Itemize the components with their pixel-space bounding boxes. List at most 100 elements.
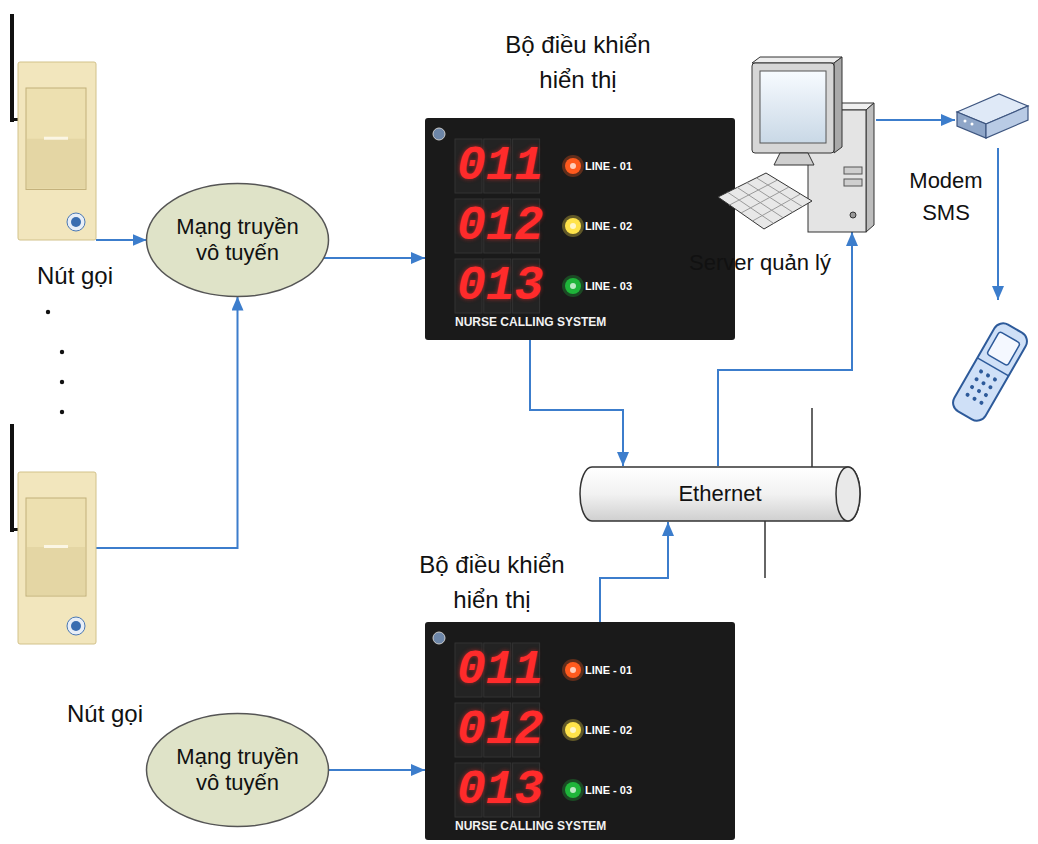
led-glow xyxy=(562,719,584,741)
ellipsis-dot xyxy=(60,380,64,384)
line-label: LINE - 01 xyxy=(585,664,659,676)
phone-key xyxy=(969,384,974,389)
logo-core xyxy=(71,621,81,631)
mobile-phone xyxy=(949,320,1030,425)
line-label: LINE - 02 xyxy=(585,220,659,232)
server-computer: Server quản lý xyxy=(676,55,878,280)
switch-mark xyxy=(44,545,68,548)
bus-tap xyxy=(811,408,813,467)
phone-key xyxy=(981,381,986,386)
phone-key xyxy=(992,377,997,382)
phone-key xyxy=(976,388,981,393)
panel-body xyxy=(425,118,735,340)
panel-caption: NURSE CALLING SYSTEM xyxy=(455,316,675,329)
line-label: LINE - 03 xyxy=(585,280,659,292)
line-label: LINE - 02 xyxy=(585,724,659,736)
antenna-foot xyxy=(10,118,18,121)
cylinder-end xyxy=(836,467,860,521)
ellipse-shape xyxy=(147,184,329,297)
phone-key xyxy=(983,392,988,397)
display-digits: 013 xyxy=(457,262,552,310)
call-button-device xyxy=(10,424,96,644)
switch-lower xyxy=(27,547,85,595)
led-glow xyxy=(562,155,584,177)
antenna xyxy=(10,14,14,122)
switch-rocker xyxy=(26,498,86,596)
led-highlight xyxy=(570,283,576,289)
power-button xyxy=(850,212,856,218)
led-highlight xyxy=(570,223,576,229)
device-label: Nút gọi xyxy=(10,262,140,291)
network-label: Mạng truyền vô tuyến xyxy=(170,744,305,797)
phone-key xyxy=(974,377,979,382)
drive-bay xyxy=(844,179,862,186)
modem-light xyxy=(971,123,974,126)
panel-icon xyxy=(433,128,445,140)
modem-side xyxy=(986,106,1028,138)
ethernet-bus: Ethernet xyxy=(578,466,864,524)
ellipse-shape xyxy=(147,714,329,827)
status-led xyxy=(565,278,581,294)
signal-arrow xyxy=(876,119,955,121)
device-label: Modem SMS xyxy=(902,165,990,229)
switch-lower xyxy=(27,139,85,189)
logo-ring xyxy=(67,617,85,635)
modem-light xyxy=(964,120,967,123)
line-label: LINE - 03 xyxy=(585,784,659,796)
panel-body xyxy=(425,622,735,840)
sms-arrow xyxy=(997,148,999,300)
modem-icon-svg xyxy=(955,92,1030,142)
ellipsis-dot xyxy=(60,350,64,354)
display-digits: 013 xyxy=(457,766,552,814)
led-highlight xyxy=(570,787,576,793)
modem-front xyxy=(957,112,986,138)
display-controller: Bộ điều khiển hiển thị 011 012 013 LINE - 01… xyxy=(400,546,740,844)
phone-hinge xyxy=(977,358,1008,376)
controller-heading: Bộ điều khiển hiển thị xyxy=(407,548,577,618)
display-controller: Bộ điều khiển hiển thị011012013LINE - 01… xyxy=(405,14,740,344)
signal-arrow xyxy=(96,239,147,241)
network-ellipse: Mạng truyền vô tuyến xyxy=(145,712,332,830)
display-digits: 012 xyxy=(457,202,552,250)
led-highlight xyxy=(570,667,576,673)
switch-mark xyxy=(44,137,68,140)
drive-bay xyxy=(844,167,862,174)
monitor-screen xyxy=(760,71,826,143)
ellipsis-dot xyxy=(60,410,64,414)
led-glow xyxy=(562,659,584,681)
led-highlight xyxy=(570,163,576,169)
bus-tap xyxy=(764,521,766,578)
signal-arrow xyxy=(329,769,426,771)
device-label: Nút gọi xyxy=(40,700,170,729)
line-label: LINE - 01 xyxy=(585,160,659,172)
phone-key xyxy=(988,385,993,390)
display-digits: 011 xyxy=(457,646,552,694)
monitor-frame xyxy=(752,63,834,153)
panel-icon xyxy=(433,632,445,644)
status-led xyxy=(565,218,581,234)
phone-key xyxy=(979,400,984,405)
phone-key xyxy=(965,392,970,397)
signal-arrow xyxy=(530,340,623,466)
antenna xyxy=(10,424,14,532)
cylinder-body xyxy=(580,467,860,521)
antenna-foot xyxy=(10,528,18,531)
call-button-device xyxy=(10,14,96,240)
display-digits: 012 xyxy=(457,706,552,754)
call-button-device-svg xyxy=(10,14,96,240)
key-row xyxy=(730,180,778,205)
signal-arrow xyxy=(600,522,668,622)
status-led xyxy=(565,158,581,174)
monitor-stand xyxy=(774,153,814,165)
phone-body xyxy=(949,320,1030,425)
sms-modem: Modem SMS xyxy=(900,92,1032,242)
logo-core xyxy=(71,217,81,227)
modem-icon xyxy=(955,92,1030,142)
status-led xyxy=(565,782,581,798)
signal-arrow xyxy=(324,257,425,259)
call-button: Nút gọi xyxy=(6,420,176,740)
key-row xyxy=(741,187,789,213)
display-digits: 011 xyxy=(457,142,552,190)
led-glow xyxy=(562,275,584,297)
